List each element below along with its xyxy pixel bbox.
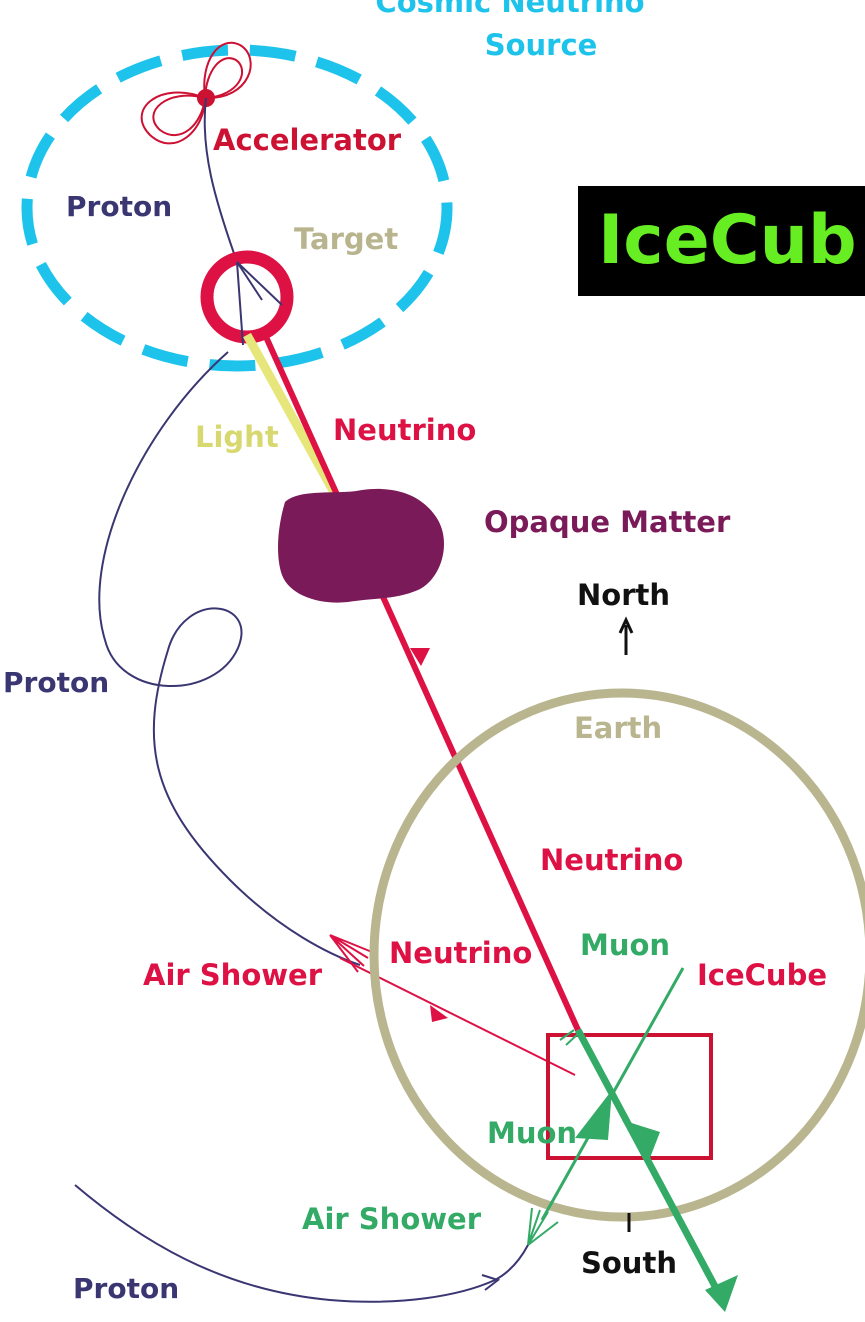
north-label: North	[577, 578, 670, 612]
proton-label-top: Proton	[66, 190, 172, 223]
opaque-matter-blob	[278, 489, 444, 603]
neutrino-label-upper: Neutrino	[333, 413, 476, 447]
air-shower-label-bottom: Air Shower	[302, 1202, 482, 1236]
proton-label-bottom: Proton	[73, 1272, 179, 1305]
air-shower-left	[330, 935, 372, 972]
light-label: Light	[195, 420, 279, 454]
air-shower-label-left: Air Shower	[143, 958, 323, 992]
earth-label: Earth	[574, 711, 662, 745]
source-title-line1: Cosmic Neutrino	[375, 0, 644, 19]
muon-track-thin-arrow	[575, 1090, 612, 1140]
muon-label-upper: Muon	[580, 928, 670, 962]
north-arrow	[620, 620, 632, 655]
target-label: Target	[294, 222, 398, 256]
accelerator-label: Accelerator	[213, 123, 402, 157]
muon-label-lower: Muon	[487, 1116, 577, 1150]
proton-label-mid: Proton	[3, 666, 109, 699]
neutrino-label-shower: Neutrino	[389, 936, 532, 970]
neutrino-label-earth: Neutrino	[540, 843, 683, 877]
air-shower-bottom	[528, 1208, 558, 1245]
source-title-line2: Source	[485, 28, 598, 62]
opaque-matter-label: Opaque Matter	[484, 505, 731, 539]
south-label: South	[581, 1246, 677, 1280]
icecube-label: IceCube	[697, 958, 827, 992]
icecube-banner: IceCub	[578, 186, 865, 296]
